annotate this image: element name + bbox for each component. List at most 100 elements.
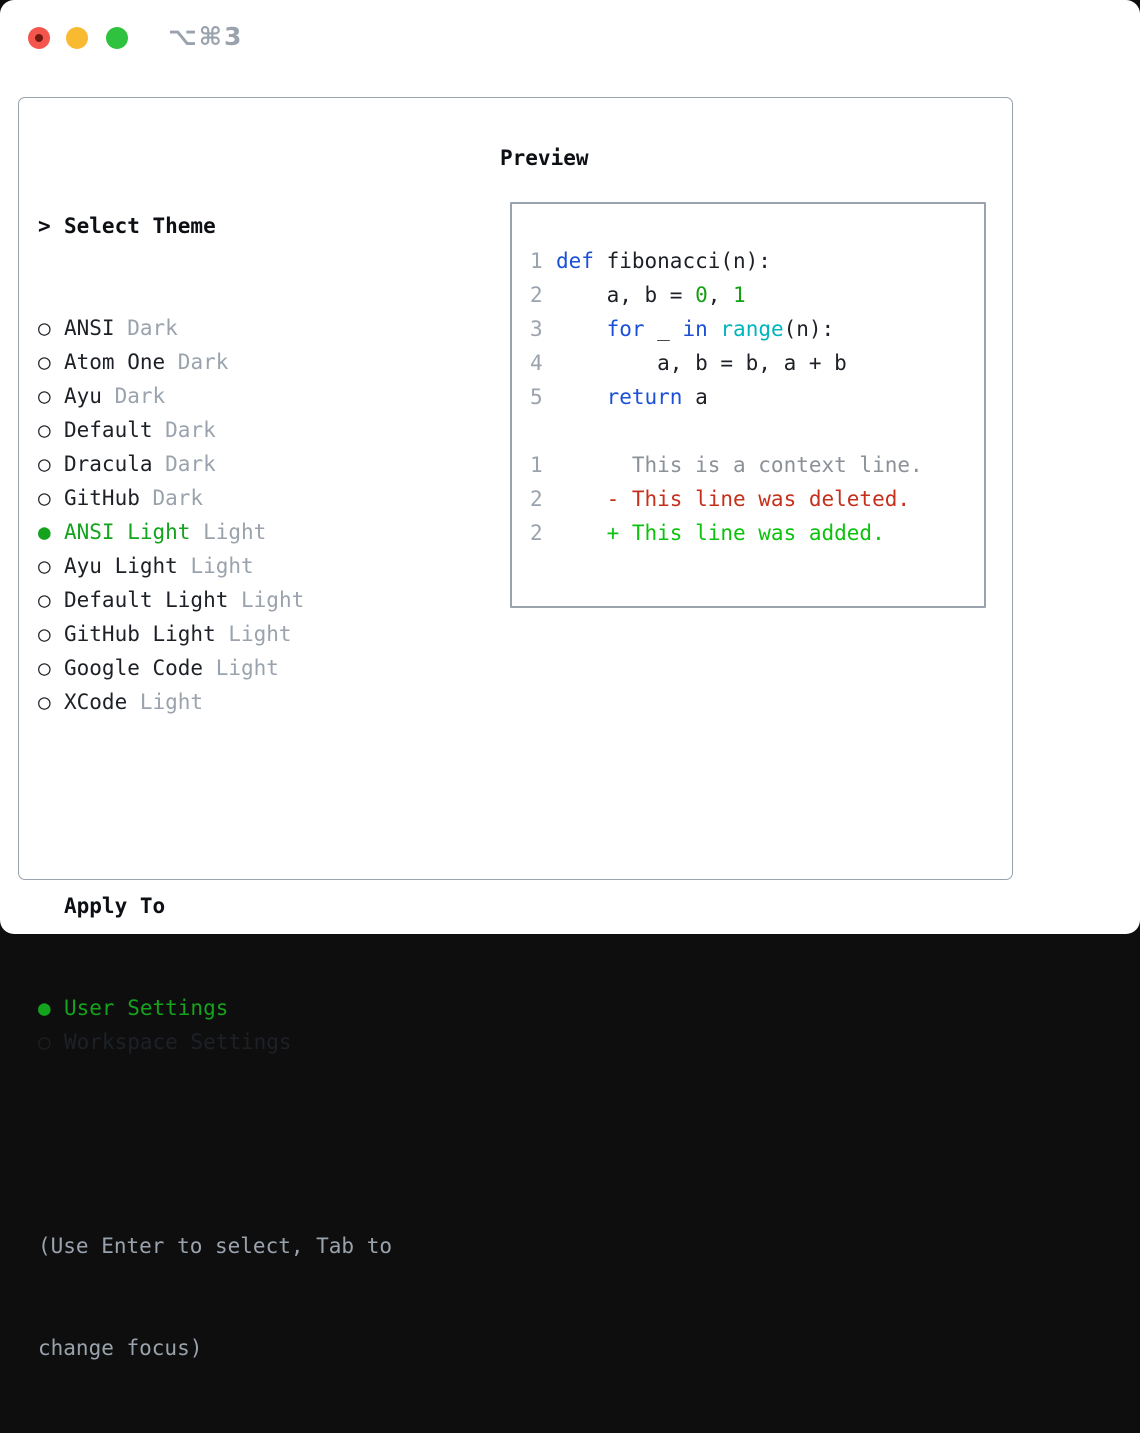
blank-line xyxy=(530,414,984,448)
theme-variant: Light xyxy=(127,690,203,714)
theme-name: GitHub Light xyxy=(64,622,216,646)
theme-variant: Light xyxy=(178,554,254,578)
theme-variant: Light xyxy=(228,588,304,612)
code-token-kw: return xyxy=(607,385,683,409)
line-number: 1 xyxy=(530,448,556,482)
theme-variant: Dark xyxy=(165,350,228,374)
theme-option-github-light[interactable]: ○GitHub Light Light xyxy=(38,617,392,651)
spacer-row xyxy=(38,1127,392,1161)
code-token-fg xyxy=(556,385,607,409)
theme-name: Dracula xyxy=(64,452,153,476)
theme-option-ayu[interactable]: ○Ayu Dark xyxy=(38,379,392,413)
code-line: 5 return a xyxy=(530,380,984,414)
apply-to-list: ●User Settings○Workspace Settings xyxy=(38,991,392,1059)
theme-name: ANSI Light xyxy=(64,520,190,544)
radio-icon: ○ xyxy=(38,311,64,345)
radio-icon: ○ xyxy=(38,583,64,617)
left-column: >Select Theme ○ANSI Dark○Atom One Dark○A… xyxy=(38,141,392,1433)
code-token-ctx: This is a context line. xyxy=(556,453,923,477)
radio-icon: ○ xyxy=(38,413,64,447)
theme-option-ayu-light[interactable]: ○Ayu Light Light xyxy=(38,549,392,583)
radio-icon: ○ xyxy=(38,685,64,719)
minimize-button[interactable] xyxy=(66,27,88,49)
select-theme-header-label: Select Theme xyxy=(64,214,216,238)
radio-icon: ○ xyxy=(38,617,64,651)
diff-line: 2 + This line was added. xyxy=(530,516,984,550)
diff-line: 1 This is a context line. xyxy=(530,448,984,482)
code-token-fg: a xyxy=(682,385,707,409)
line-number: 2 xyxy=(530,482,556,516)
theme-name: Ayu xyxy=(64,384,102,408)
theme-variant: Light xyxy=(203,656,279,680)
theme-name: Ayu Light xyxy=(64,554,178,578)
theme-name: Default Light xyxy=(64,588,228,612)
code-token-add: + This line was added. xyxy=(556,521,885,545)
theme-name: ANSI xyxy=(64,316,115,340)
radio-selected-icon: ● xyxy=(38,991,64,1025)
radio-icon: ○ xyxy=(38,651,64,685)
theme-option-default-light[interactable]: ○Default Light Light xyxy=(38,583,392,617)
theme-option-xcode[interactable]: ○XCode Light xyxy=(38,685,392,719)
theme-variant: Light xyxy=(216,622,292,646)
theme-option-ansi-light[interactable]: ●ANSI Light Light xyxy=(38,515,392,549)
code-line: 4 a, b = b, a + b xyxy=(530,346,984,380)
spacer-row xyxy=(38,787,392,821)
code-line: 3 for _ in range(n): xyxy=(530,312,984,346)
radio-icon: ○ xyxy=(38,379,64,413)
apply-to-header: Apply To xyxy=(38,889,392,923)
line-number: 2 xyxy=(530,516,556,550)
code-token-kw: for xyxy=(607,317,645,341)
theme-option-ansi[interactable]: ○ANSI Dark xyxy=(38,311,392,345)
code-token-num: 0 xyxy=(695,283,708,307)
preview-header: Preview xyxy=(500,141,589,175)
theme-option-dracula[interactable]: ○Dracula Dark xyxy=(38,447,392,481)
theme-option-google-code[interactable]: ○Google Code Light xyxy=(38,651,392,685)
zoom-button[interactable] xyxy=(106,27,128,49)
radio-selected-icon: ● xyxy=(38,515,64,549)
radio-icon: ○ xyxy=(38,1025,64,1059)
theme-variant: Dark xyxy=(153,452,216,476)
apply-option-user-settings[interactable]: ●User Settings xyxy=(38,991,392,1025)
theme-option-atom-one[interactable]: ○Atom One Dark xyxy=(38,345,392,379)
theme-name: Atom One xyxy=(64,350,165,374)
line-number: 5 xyxy=(530,380,556,414)
radio-icon: ○ xyxy=(38,447,64,481)
titlebar: ⌥⌘3 xyxy=(0,0,1140,74)
code-token-fg: _ xyxy=(645,317,683,341)
code-token-kw: def xyxy=(556,249,594,273)
help-text-line1: (Use Enter to select, Tab to xyxy=(38,1229,392,1263)
line-number: 1 xyxy=(530,244,556,278)
code-token-num: 1 xyxy=(733,283,746,307)
radio-icon: ○ xyxy=(38,481,64,515)
apply-to-header-label: Apply To xyxy=(64,894,165,918)
radio-icon: ○ xyxy=(38,345,64,379)
theme-variant: Light xyxy=(190,520,266,544)
theme-variant: Dark xyxy=(102,384,165,408)
code-token-fg: a, b = b, a + b xyxy=(556,351,847,375)
line-number: 3 xyxy=(530,312,556,346)
code-token-builtin: range xyxy=(720,317,783,341)
code-token-kw: in xyxy=(682,317,707,341)
apply-option-label: User Settings xyxy=(64,996,228,1020)
theme-name: XCode xyxy=(64,690,127,714)
prompt-icon: > xyxy=(38,209,64,243)
close-button[interactable] xyxy=(28,27,50,49)
code-line: 2 a, b = 0, 1 xyxy=(530,278,984,312)
theme-option-default[interactable]: ○Default Dark xyxy=(38,413,392,447)
apply-option-workspace-settings[interactable]: ○Workspace Settings xyxy=(38,1025,392,1059)
theme-list: ○ANSI Dark○Atom One Dark○Ayu Dark○Defaul… xyxy=(38,311,392,719)
theme-name: Default xyxy=(64,418,153,442)
theme-option-github[interactable]: ○GitHub Dark xyxy=(38,481,392,515)
apply-option-label: Workspace Settings xyxy=(64,1030,292,1054)
code-token-fg: , xyxy=(708,283,733,307)
theme-variant: Dark xyxy=(153,418,216,442)
line-number: 4 xyxy=(530,346,556,380)
line-number: 2 xyxy=(530,278,556,312)
code-token-fg: a, b = xyxy=(556,283,695,307)
theme-name: GitHub xyxy=(64,486,140,510)
code-token-del: - This line was deleted. xyxy=(556,487,910,511)
theme-variant: Dark xyxy=(115,316,178,340)
terminal-window: ⌥⌘3 >Select Theme ○ANSI Dark○Atom One Da… xyxy=(0,0,1140,934)
